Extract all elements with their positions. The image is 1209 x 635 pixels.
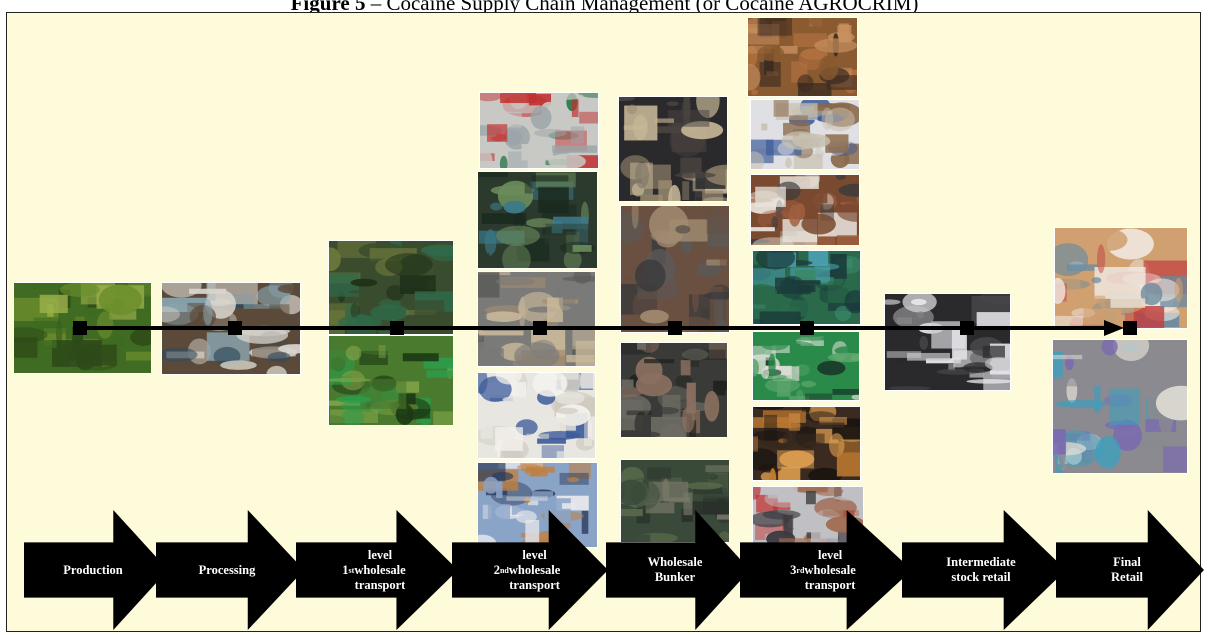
photo-brick-stack <box>747 17 858 97</box>
photo-image <box>329 336 453 425</box>
photo-image <box>162 283 300 374</box>
photo-diver-hull <box>752 250 861 325</box>
photo-airplane-cargo <box>479 92 599 169</box>
photo-white-sacks <box>477 372 596 459</box>
stage-production: Production <box>24 510 168 630</box>
photo-image <box>329 241 453 334</box>
photo-image <box>14 283 151 373</box>
photo-image <box>1055 228 1187 328</box>
figure-title: Figure 5 – Cocaine Supply Chain Manageme… <box>0 0 1209 16</box>
photo-retail-table <box>1054 227 1188 329</box>
stage-arrow-shape <box>24 510 168 630</box>
photo-tarp-jungle <box>328 240 454 335</box>
photo-hidden-compartment <box>620 205 730 333</box>
stage-arrow-shape <box>296 510 458 630</box>
stage-arrow-shape <box>606 510 750 630</box>
photo-image <box>753 487 863 548</box>
photo-xray-ingested <box>752 406 861 481</box>
stage-arrow-shape <box>1056 510 1204 630</box>
photo-barrel-cash <box>620 459 730 543</box>
photo-police-inspection <box>618 96 728 202</box>
photo-image <box>1053 340 1187 473</box>
photo-image <box>621 343 727 437</box>
stage-arrow-shape <box>452 510 608 630</box>
photo-image <box>751 100 859 169</box>
photo-image <box>885 294 1010 390</box>
photo-image <box>753 332 859 400</box>
photo-image <box>478 373 595 458</box>
photo-packages-grass <box>328 335 454 426</box>
photo-image <box>621 206 729 332</box>
figure-number: Figure 5 <box>290 0 366 15</box>
photo-retail-pills <box>1052 339 1188 474</box>
photo-body-packing <box>752 486 864 549</box>
photo-image <box>478 272 595 366</box>
photo-shipping-container <box>750 174 860 246</box>
photo-processing-lab <box>161 282 301 375</box>
stage-processing: Processing <box>156 510 304 630</box>
stage-arrow-shape <box>156 510 304 630</box>
photo-image <box>478 172 597 268</box>
photo-image <box>748 18 857 96</box>
photo-image <box>753 251 860 324</box>
photo-image <box>621 460 729 542</box>
photo-image <box>751 175 859 245</box>
photo-image <box>480 93 598 168</box>
photo-image <box>619 97 727 201</box>
photo-hull-packages <box>752 331 860 401</box>
stage-label: Processing <box>198 562 256 577</box>
photo-stock-bags <box>884 293 1011 391</box>
stage-label: Production <box>63 562 123 577</box>
stage-arrow-shape <box>740 510 912 630</box>
figure-caption: – Cocaine Supply Chain Management (or Co… <box>365 0 919 15</box>
photo-coca-field <box>13 282 152 374</box>
photo-boat-tarps <box>477 171 598 269</box>
stage-arrow-shape <box>902 510 1066 630</box>
photo-image <box>753 407 860 480</box>
photo-container-floor <box>750 99 860 170</box>
photo-black-bricks <box>620 342 728 438</box>
photo-police-road <box>477 271 596 367</box>
